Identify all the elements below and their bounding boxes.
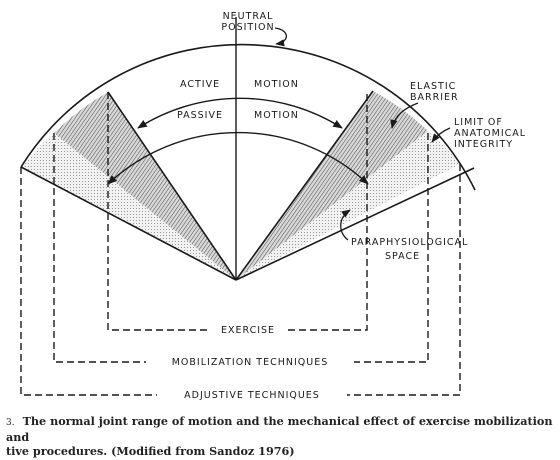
anatomical-limit-leader: [431, 127, 451, 143]
left-anatomical-limit-line: [20, 166, 237, 281]
mobilization-bracket: [53, 131, 429, 363]
limit-label-1: LIMIT OF: [454, 117, 503, 128]
passive-motion-arc: [137, 97, 343, 129]
right-active-limit-line: [235, 90, 374, 281]
paraphysiological-label-1: PARAPHYSIOLOGICAL: [351, 237, 468, 248]
mobilization-label: MOBILIZATION TECHNIQUES: [172, 357, 329, 368]
limit-label-2: ANATOMICAL: [454, 128, 526, 139]
adjustive-label: ADJUSTIVE TECHNIQUES: [184, 390, 320, 401]
shaded-regions: [21, 91, 460, 280]
caption-line-2: tive procedures. (Modified from Sandoz 1…: [6, 444, 295, 458]
right-barrier-wedge: [236, 91, 428, 280]
passive-label: PASSIVE: [177, 110, 223, 121]
limit-label-3: INTEGRITY: [454, 139, 513, 150]
adjustive-bracket: [20, 164, 461, 396]
figure-number: 3.: [6, 418, 15, 428]
exercise-label: EXERCISE: [221, 325, 275, 336]
active-label: ACTIVE: [180, 79, 220, 90]
left-paraphysiological-wedge: [21, 133, 236, 280]
active-motion-label: MOTION: [254, 79, 299, 90]
paraphysiological-leader: [340, 209, 351, 241]
left-active-limit-line: [107, 91, 237, 281]
figure-caption: 3.The normal joint range of motion and t…: [6, 414, 556, 458]
neutral-label-2: POSITION: [221, 22, 274, 33]
elastic-label-2: BARRIER: [410, 92, 459, 103]
elastic-barrier-leader: [390, 102, 419, 129]
neutral-leader: [274, 27, 288, 47]
paraphysiological-label-2: SPACE: [385, 251, 420, 262]
right-paraphysiological-wedge: [236, 131, 460, 280]
joint-range-diagram: NEUTRAL POSITION ACTIVE MOTION PASSIVE M…: [20, 11, 526, 403]
inner-motion-arc: [107, 131, 369, 185]
caption-text-1: The normal joint range of motion and the…: [6, 414, 553, 444]
elastic-label-1: ELASTIC: [410, 81, 456, 92]
outer-range-arc: [20, 43, 476, 191]
neutral-label-1: NEUTRAL: [223, 11, 274, 22]
caption-line-1: 3.The normal joint range of motion and t…: [6, 414, 556, 444]
passive-motion-label: MOTION: [254, 110, 299, 121]
left-barrier-wedge: [54, 92, 236, 280]
right-anatomical-limit-line: [235, 167, 475, 281]
